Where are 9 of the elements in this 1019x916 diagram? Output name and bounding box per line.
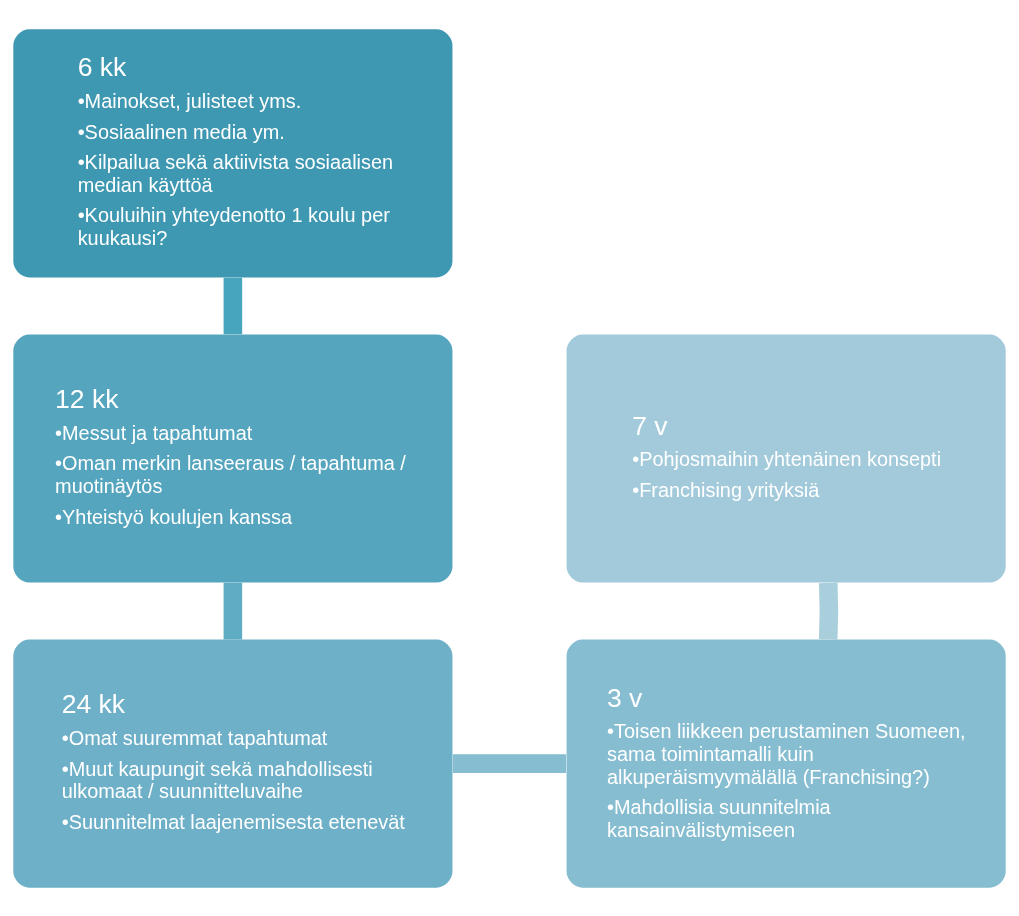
node-box: 24 kk •Omat suuremmat tapahtumat •Muut kaupungit sekä mahdollisesti ulkomaat / suunnitteluvaihe •Suunnitelmat laajenemisesta etenevät <box>13 639 453 888</box>
connector <box>223 277 243 334</box>
node-box: 7 v •Pohjosmaihin yhtenäinen konsepti •Franchising yrityksiä <box>566 333 1006 583</box>
connector <box>223 582 243 639</box>
connector <box>818 581 839 640</box>
node-box: 12 kk •Messut ja tapahtumat •Oman merkin lanseeraus / tapahtuma / muotinäytös •Yhteistyö koulujen kanssa <box>13 333 453 583</box>
node-box: 3 v •Toisen liikkeen perustaminen Suomeen, sama toimintamalli kuin alkuperäismyymälällä (Franchising?) •Mahdollisia suunnitelmia kansainvälistymiseen <box>566 639 1006 888</box>
connector <box>452 753 567 773</box>
node-box: 6 kk •Mainokset, julisteet yms. •Sosiaalinen media ym. •Kilpailua sekä aktiivista sosiaalisen median käyttöä •Kouluihin yhteydenotto 1 koulu per kuukausi? <box>13 28 453 277</box>
